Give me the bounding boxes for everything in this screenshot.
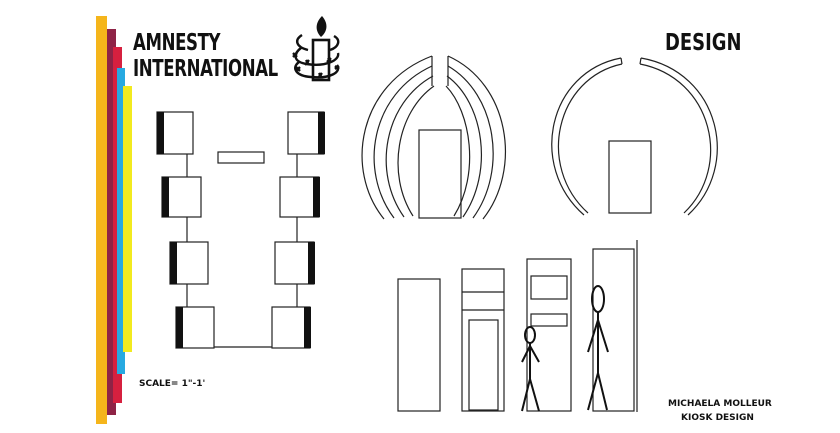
arch-elevation-front [361,55,506,220]
stripe-blue [117,68,125,374]
project-title: KIOSK DESIGN [681,413,754,423]
brand-name-line-1: AMNESTY [133,30,221,56]
kiosk-floor-plan [156,111,325,349]
arch-side-door [608,140,652,214]
plan-panel-right-3 [274,241,315,285]
brand-name-line-2: INTERNATIONAL [133,56,278,82]
arch-elevation-side [551,57,718,216]
kiosk-elevation [397,240,638,412]
arch-front-door [418,129,462,219]
elevation-panel-3 [526,258,572,412]
human-figure-large [587,285,609,411]
plan-center-element [217,151,265,164]
stripe-yellow-orange [96,16,107,424]
scale-label: SCALE= 1"-1' [139,379,206,389]
elevation-panel-2 [461,268,505,412]
designer-name: MICHAELA MOLLEUR [668,399,772,409]
plan-panel-right-2 [279,176,320,218]
page-heading: DESIGN [665,30,742,56]
elevation-panel-1 [397,278,441,412]
human-figure-small [521,326,540,412]
stripe-maroon [107,29,116,415]
stripe-yellow [123,86,132,352]
color-stripes [96,16,132,424]
candle-barbed-wire-icon [292,16,340,82]
elevation-panel-4 [592,248,635,412]
